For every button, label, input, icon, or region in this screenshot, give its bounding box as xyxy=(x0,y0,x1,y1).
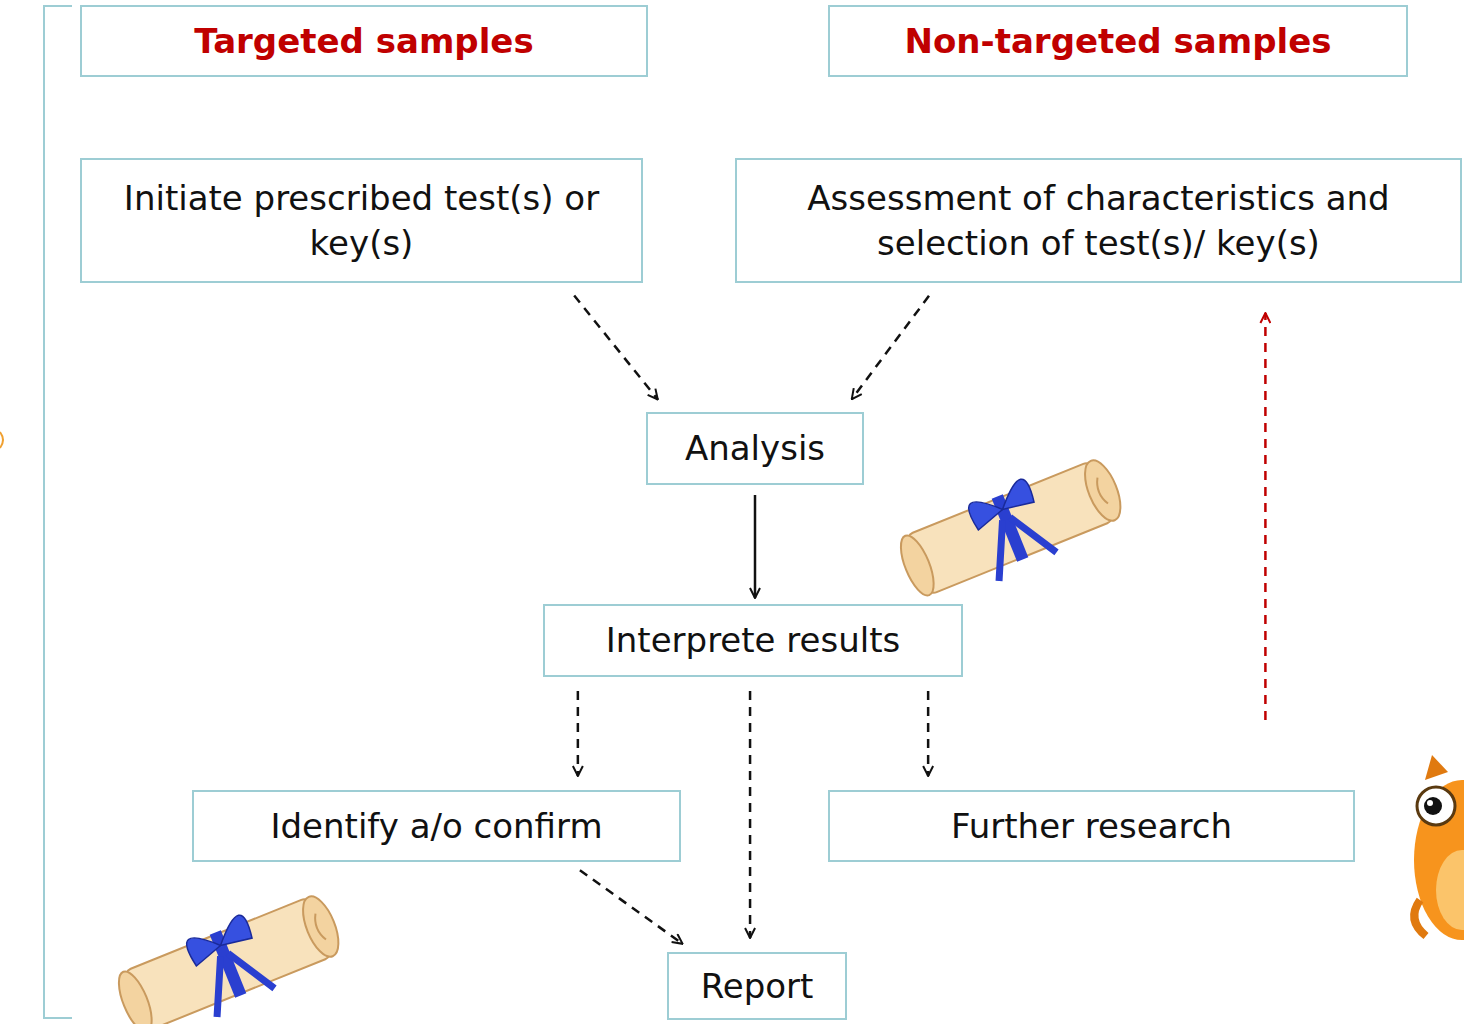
bracket-mark xyxy=(0,432,3,448)
process-box: Identify a/o confirm xyxy=(192,790,681,862)
group-heading-box: Non-targeted samples xyxy=(828,5,1408,77)
box-label: Identify a/o confirm xyxy=(270,804,602,848)
flow-arrow xyxy=(749,691,752,938)
group-heading: Targeted samples xyxy=(194,19,533,63)
process-box: Analysis xyxy=(646,412,864,485)
bracket-line xyxy=(44,6,72,1018)
flow-arrow xyxy=(852,296,929,399)
box-label: Interprete results xyxy=(606,618,901,662)
diploma-scroll xyxy=(109,883,351,1024)
process-box: Report xyxy=(667,952,847,1020)
group-heading-box: Targeted samples xyxy=(80,5,648,77)
box-label: Further research xyxy=(951,804,1232,848)
box-label: Assessment of characteristics and select… xyxy=(749,176,1448,264)
box-label: Initiate prescribed test(s) or key(s) xyxy=(94,176,629,264)
box-label: Report xyxy=(701,964,814,1008)
flow-arrow xyxy=(580,870,683,944)
box-label: Analysis xyxy=(685,426,825,470)
flow-arrow xyxy=(574,295,658,399)
flow-arrow xyxy=(1264,313,1267,720)
process-box: Initiate prescribed test(s) or key(s) xyxy=(80,158,643,283)
process-box: Further research xyxy=(828,790,1355,862)
group-heading: Non-targeted samples xyxy=(905,19,1332,63)
owl-mascot xyxy=(1414,755,1464,940)
process-box: Assessment of characteristics and select… xyxy=(735,158,1462,283)
flow-arrow xyxy=(754,495,757,598)
flow-arrow xyxy=(577,691,580,776)
process-box: Interprete results xyxy=(543,604,963,677)
diploma-scroll xyxy=(891,447,1133,612)
flow-arrow xyxy=(927,691,930,776)
